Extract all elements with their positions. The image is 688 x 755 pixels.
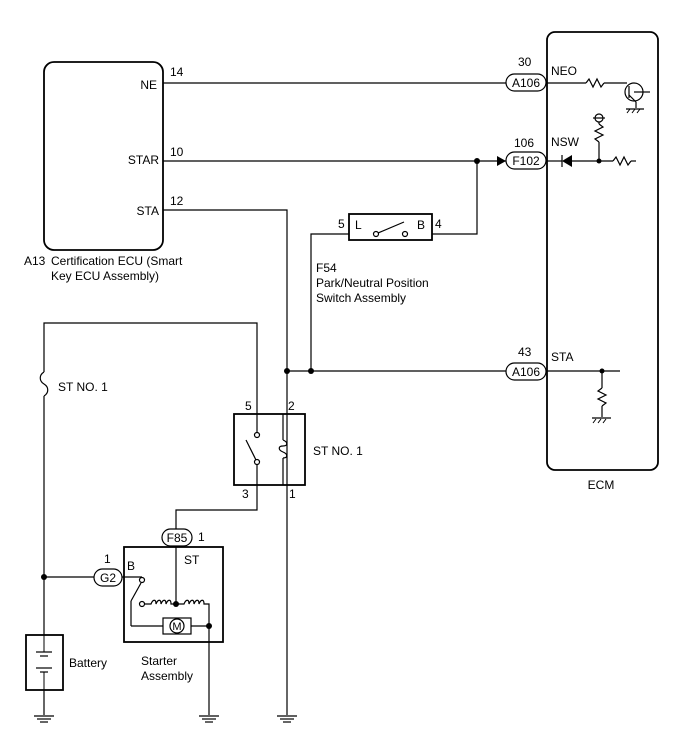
pnp-pin-left: 5 [338, 217, 345, 231]
ecm-sta-resistor [596, 387, 608, 407]
st-relay-blade [245, 439, 257, 461]
st-relay-pin-5: 5 [245, 399, 252, 413]
connector-f85-label: F85 [167, 531, 188, 545]
ecm-pin-name-nsw: NSW [551, 135, 580, 149]
ecm-nsw-pullup-resistor [612, 155, 632, 167]
ecm-pin-number-30: 30 [518, 55, 532, 69]
connector-a106-sta-label: A106 [512, 365, 540, 379]
st-relay-label: ST NO. 1 [313, 444, 363, 458]
starter-title-line1: Starter [141, 654, 177, 668]
ecm-nsw-diode [562, 155, 572, 167]
ecm-pin-number-43: 43 [518, 345, 532, 359]
ecm-pin-name-neo: NEO [551, 64, 577, 78]
pnp-contact-left [372, 230, 380, 238]
connector-f102-nsw-label: F102 [512, 154, 540, 168]
pnp-title-line1: Park/Neutral Position [316, 276, 429, 290]
certification-ecu-box [43, 61, 164, 251]
pnp-title-line2: Switch Assembly [316, 291, 406, 305]
starter-box [123, 546, 224, 643]
arrow-star-to-f102 [497, 156, 506, 166]
ecm-pin-number-106: 106 [514, 136, 534, 150]
st-relay-contact-top [253, 431, 261, 439]
st-relay-coil [278, 439, 288, 459]
ecu-pin-name-ne: NE [140, 78, 157, 92]
connector-a106-neo-label: A106 [512, 76, 540, 90]
starter-coil-right [176, 599, 210, 626]
wire-pnp-to-sta [310, 233, 349, 371]
ecu-pin-number-14: 14 [170, 65, 184, 79]
ecm-sta-ground-hatch [592, 418, 607, 424]
starter-motor-icon [169, 618, 185, 634]
ecm-neo-resistor [585, 77, 605, 89]
pnp-contact-right [401, 230, 409, 238]
st-relay-pin-2: 2 [288, 399, 295, 413]
ecm-nsw-resistor-vert [593, 123, 605, 143]
ecm-box [546, 31, 659, 471]
st-relay-box [233, 413, 306, 486]
wire-pnp-to-star [432, 161, 478, 235]
st-fuse [39, 371, 49, 397]
st-relay-contact-bottom [253, 458, 261, 466]
starter-b-blade [130, 582, 142, 602]
ecm-neo-ground-hatch [626, 108, 641, 114]
ecu-title-line1: Certification ECU (Smart [51, 254, 183, 268]
pnp-switch-blade [377, 221, 405, 234]
starter-coil-left [145, 599, 176, 605]
st-relay-pin-1: 1 [289, 487, 296, 501]
wire-fuse-to-relay [43, 322, 258, 414]
ecu-pin-number-10: 10 [170, 145, 184, 159]
pnp-terminal-b: B [417, 218, 425, 232]
ecm-neo-transistor-emitter [628, 94, 637, 103]
starter-b-contact [138, 576, 146, 584]
pnp-code: F54 [316, 261, 337, 275]
starter-terminal-b: B [127, 559, 135, 573]
battery-label: Battery [69, 656, 107, 670]
st-fuse-label: ST NO. 1 [58, 380, 108, 394]
ecu-title-line2: Key ECU Assembly) [51, 269, 159, 283]
connector-g2-pin: 1 [104, 552, 111, 566]
ecu-code-label: A13 [24, 254, 46, 268]
connector-f85-pin: 1 [198, 530, 205, 544]
ecm-pin-name-sta: STA [551, 350, 573, 364]
wire-relay-to-f85 [175, 485, 258, 529]
connector-g2-label: G2 [100, 571, 116, 585]
starter-motor-symbol: M [172, 621, 181, 633]
ecu-pin-name-sta: STA [137, 204, 159, 218]
starter-contact-lower [138, 600, 146, 608]
ecu-pin-name-star: STAR [128, 153, 159, 167]
st-relay-pin-3: 3 [242, 487, 249, 501]
wire-ecu-sta [163, 209, 288, 715]
ecu-pin-number-12: 12 [170, 194, 184, 208]
pnp-terminal-l: L [355, 218, 362, 232]
ecm-label: ECM [588, 478, 615, 492]
pnp-pin-right: 4 [435, 217, 442, 231]
connector-f85 [161, 528, 193, 547]
starter-terminal-st: ST [184, 553, 200, 567]
pnp-switch-box [348, 213, 433, 241]
starter-title-line2: Assembly [141, 669, 193, 683]
